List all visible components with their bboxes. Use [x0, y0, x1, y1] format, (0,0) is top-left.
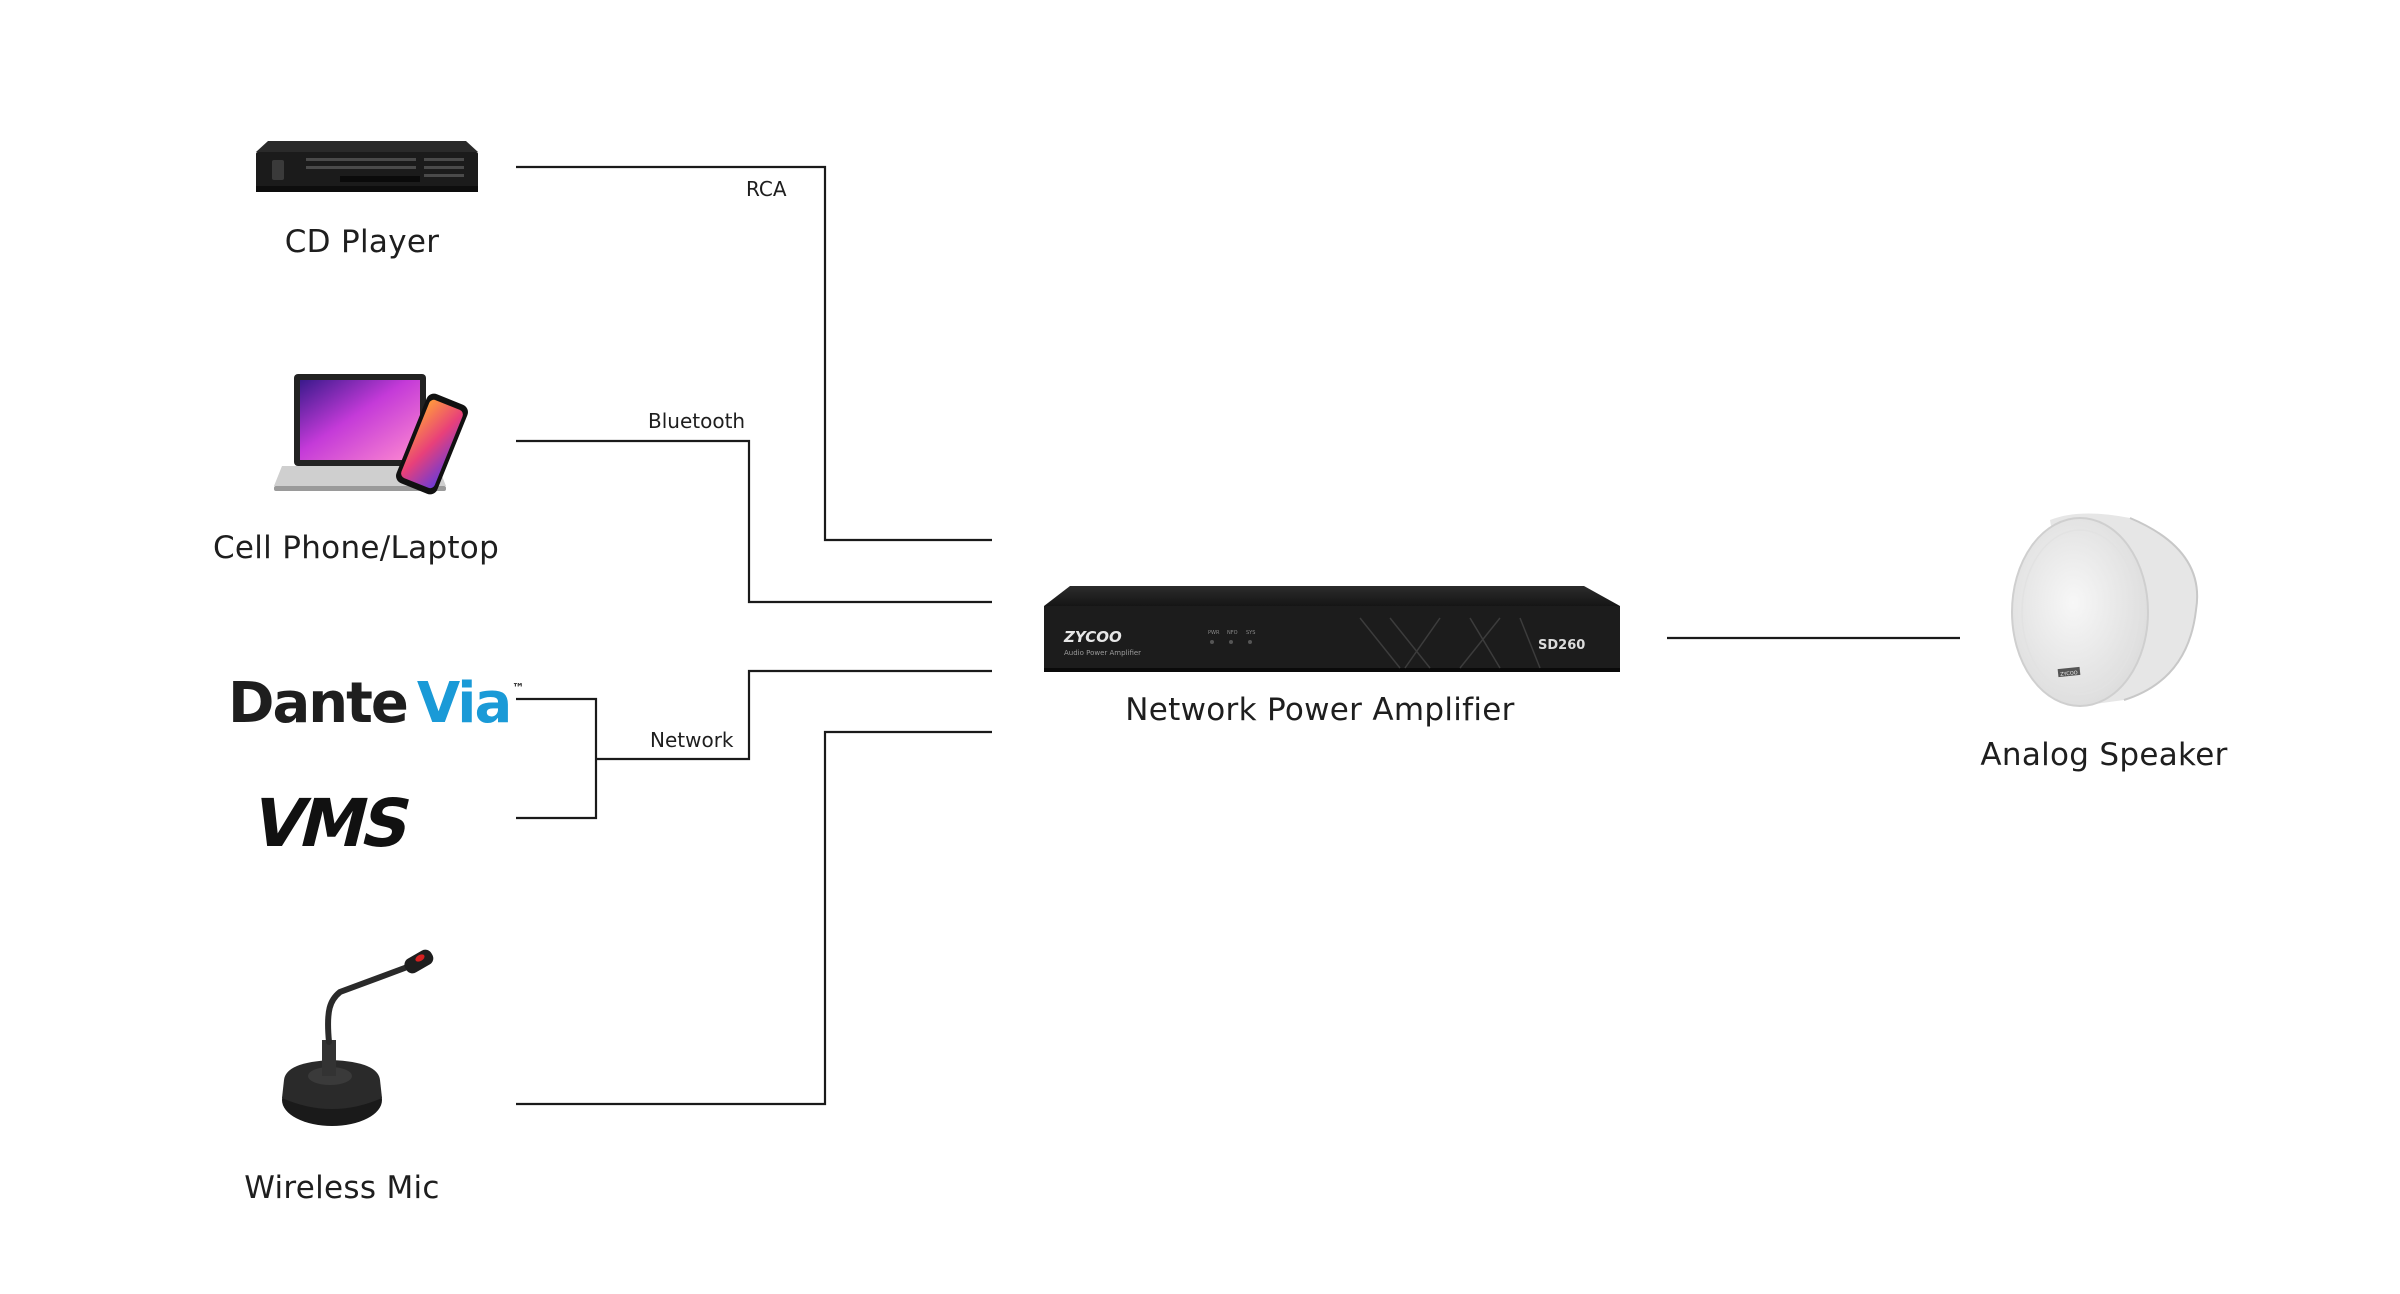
svg-text:NFO: NFO	[1227, 630, 1238, 636]
network-wire	[596, 669, 992, 761]
svg-text:Audio Power Amplifier: Audio Power Amplifier	[1064, 649, 1141, 657]
connection-lines	[516, 165, 1960, 1106]
rca-label: RCA	[746, 177, 787, 201]
amplifier-label: Network Power Amplifier	[1125, 692, 1514, 728]
cd-player-label: CD Player	[285, 224, 440, 260]
speaker-icon: ZYCOO	[2011, 513, 2199, 707]
svg-text:PWR: PWR	[1208, 630, 1220, 636]
cd-player-icon	[256, 141, 478, 192]
vms-logo: VMS	[245, 785, 416, 862]
svg-text:SYS: SYS	[1246, 630, 1255, 636]
svg-text:VMS: VMS	[245, 785, 416, 862]
svg-text:ZYCOO: ZYCOO	[2060, 670, 2078, 678]
cell-phone-laptop-label: Cell Phone/Laptop	[213, 530, 499, 566]
wireless-mic-label: Wireless Mic	[244, 1170, 440, 1206]
network-label: Network	[650, 728, 734, 752]
amplifier-icon: ZYCOO Audio Power Amplifier PWR NFO SYS …	[1044, 586, 1620, 672]
bluetooth-label: Bluetooth	[648, 409, 745, 433]
svg-text:ZYCOO: ZYCOO	[1063, 628, 1122, 646]
bluetooth-wire	[516, 439, 992, 604]
dante-via-wire	[516, 697, 598, 820]
rca-wire	[516, 165, 992, 542]
laptop-phone-icon	[274, 374, 468, 495]
speaker-label: Analog Speaker	[1980, 737, 2227, 773]
svg-text:SD260: SD260	[1538, 638, 1585, 653]
microphone-icon	[282, 949, 434, 1126]
wireless-mic-wire	[516, 730, 992, 1106]
